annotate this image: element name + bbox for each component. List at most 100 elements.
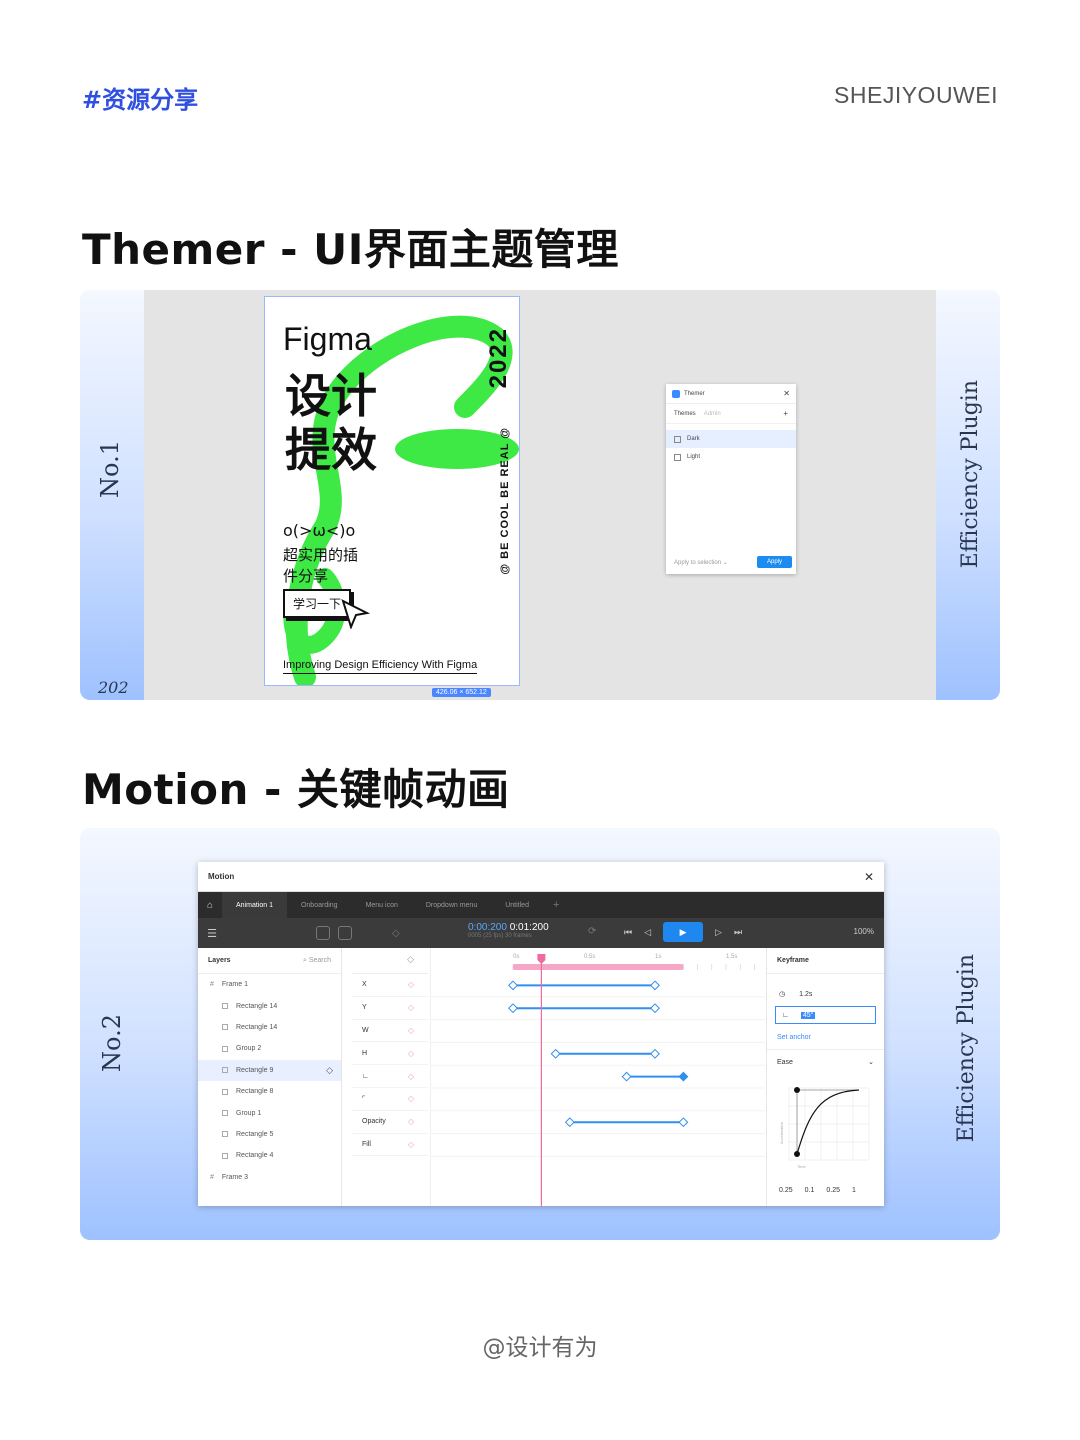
layer-row[interactable]: Group 1 xyxy=(198,1102,341,1123)
add-keyframe-icon[interactable]: ◇ xyxy=(407,1003,414,1013)
layers-label: Layers xyxy=(208,957,231,964)
layer-row[interactable]: Rectangle 9 ◇ xyxy=(198,1059,341,1081)
poster-emoticon: o(>ω<)o xyxy=(283,521,356,540)
keyframe-diamond-icon[interactable]: ◇ xyxy=(326,1064,333,1075)
add-keyframe-icon[interactable]: ◇ xyxy=(407,980,414,990)
poster-subtitle: 超实用的插件分享 xyxy=(283,546,359,585)
layer-name: Rectangle 14 xyxy=(236,1002,278,1010)
property-row[interactable]: ∟◇ xyxy=(352,1065,428,1088)
tag-icon[interactable]: ◇ xyxy=(392,927,400,939)
ruler-label: 0.5s xyxy=(584,954,595,960)
add-keyframe-icon[interactable]: ◇ xyxy=(407,1094,414,1104)
keyframe-start xyxy=(621,1071,632,1082)
zoom-select[interactable]: 100% xyxy=(853,927,874,936)
property-row[interactable]: Opacity◇ xyxy=(352,1111,428,1134)
layer-row[interactable]: Rectangle 4 xyxy=(198,1145,341,1166)
add-keyframe-icon[interactable]: ◇ xyxy=(407,1071,414,1081)
keyframe-end xyxy=(678,1071,689,1082)
add-theme-icon[interactable]: + xyxy=(783,409,788,418)
tab-animation-1[interactable]: Animation 1 xyxy=(222,892,287,918)
tab-dropdown-menu[interactable]: Dropdown menu xyxy=(425,901,478,909)
angle-icon: ∟ xyxy=(782,1011,789,1019)
poster-figma-label: Figma xyxy=(283,321,372,357)
layer-row[interactable]: Rectangle 8 xyxy=(198,1081,341,1102)
add-keyframe-icon[interactable]: ◇ xyxy=(407,1139,414,1149)
layer-row[interactable]: Rectangle 5 xyxy=(198,1124,341,1145)
layer-row[interactable]: #Frame 1 xyxy=(198,974,341,995)
menu-icon[interactable]: ☰ xyxy=(207,927,217,940)
keyframe-label: Keyframe xyxy=(767,948,884,974)
ease-select[interactable]: Ease ⌄ xyxy=(767,1050,884,1074)
theme-item-dark[interactable]: Dark xyxy=(666,430,796,448)
tab-admin[interactable]: Admin xyxy=(703,410,721,417)
add-tab-icon[interactable]: + xyxy=(552,899,560,911)
tab-untitled[interactable]: Untitled xyxy=(505,901,529,909)
layer-icon xyxy=(222,1067,228,1074)
property-row[interactable]: H◇ xyxy=(352,1042,428,1066)
figma-canvas[interactable]: Figma 设计提效 o(>ω<)o 超实用的插件分享 学习一下 Improvi… xyxy=(144,290,936,700)
tool-button-1[interactable] xyxy=(316,926,330,940)
layer-icon xyxy=(222,1110,228,1117)
theme-item-light[interactable]: Light xyxy=(666,448,796,466)
property-row[interactable]: W◇ xyxy=(352,1020,428,1043)
layer-row[interactable]: Rectangle 14 xyxy=(198,1017,341,1038)
property-row[interactable]: Fill ◇ xyxy=(352,1134,428,1157)
time-subinfo: 0005 (25 fps) 30 frames xyxy=(468,933,532,939)
layer-row[interactable]: Group 2 xyxy=(198,1038,341,1059)
close-icon[interactable]: ✕ xyxy=(783,389,790,398)
poster-frame[interactable]: Figma 设计提效 o(>ω<)o 超实用的插件分享 学习一下 Improvi… xyxy=(264,296,520,686)
tab-themes[interactable]: Themes xyxy=(674,410,696,417)
angle-input[interactable]: ∟ 45° xyxy=(775,1006,876,1024)
property-row[interactable]: Y◇ xyxy=(352,997,428,1020)
themer-logo-icon xyxy=(672,389,680,398)
ease-value-1: 0.25 xyxy=(779,1187,793,1194)
time-current: 0:00:200 xyxy=(468,922,507,933)
home-icon[interactable]: ⌂ xyxy=(206,899,214,911)
ease-label: Ease xyxy=(777,1058,793,1066)
ease-curve-graph[interactable]: Acceleration Time xyxy=(779,1084,873,1170)
graph-y-axis-label: Acceleration xyxy=(779,1122,784,1144)
layer-name: Rectangle 5 xyxy=(236,1130,274,1138)
close-icon[interactable]: ✕ xyxy=(863,869,874,884)
apply-button[interactable]: Apply xyxy=(756,556,792,568)
tab-onboarding[interactable]: Onboarding xyxy=(300,901,338,909)
property-name: W xyxy=(362,1026,369,1034)
keyframe-start xyxy=(550,1048,561,1059)
step-forward-icon[interactable]: ▷ xyxy=(715,926,722,937)
add-keyframe-icon[interactable]: ◇ xyxy=(407,1117,414,1127)
skip-end-icon[interactable]: ⏭ xyxy=(733,926,743,937)
set-anchor-link[interactable]: Set anchor xyxy=(767,1026,884,1050)
add-keyframe-icon[interactable]: ◇ xyxy=(407,1048,414,1058)
keyframe-add-icon[interactable]: ◇ xyxy=(407,954,414,964)
themer-card: No.1 202 Figma 设计提效 o(>ω<)o 超实用的插件分享 学习一… xyxy=(80,290,1000,700)
keyframe-end xyxy=(650,1048,660,1059)
loop-icon[interactable]: ⟳ xyxy=(588,926,597,937)
property-name: Fill xyxy=(362,1140,371,1148)
apply-scope-select[interactable]: Apply to selection ⌄ xyxy=(674,559,728,566)
property-row[interactable]: X◇ xyxy=(352,974,428,997)
step-back-icon[interactable]: ◁ xyxy=(644,926,652,937)
tab-menu-icon[interactable]: Menu icon xyxy=(365,901,398,909)
property-row[interactable]: ⌜◇ xyxy=(352,1088,428,1111)
keyframe-end xyxy=(678,1117,689,1128)
skip-start-icon[interactable]: ⏮ xyxy=(624,926,633,937)
layer-row[interactable]: Rectangle 14 xyxy=(198,995,341,1016)
play-button[interactable]: ▶ xyxy=(663,922,704,942)
tool-button-2[interactable] xyxy=(338,926,352,940)
property-name: ∟ xyxy=(362,1072,369,1080)
add-keyframe-icon[interactable]: ◇ xyxy=(407,1025,414,1035)
layer-row[interactable]: #Frame 3 xyxy=(198,1167,341,1188)
search-input[interactable]: ⌕ Search xyxy=(303,957,331,965)
layer-name: Rectangle 14 xyxy=(236,1023,278,1031)
layer-name: Rectangle 9 xyxy=(236,1066,274,1074)
property-name: ⌜ xyxy=(362,1095,366,1103)
frame-icon: # xyxy=(210,981,214,989)
hashtag-label: #资源分享 xyxy=(82,86,199,114)
themer-plugin-panel: Themer ✕ Themes Admin + Dark Light Apply… xyxy=(666,384,796,574)
ease-value-4: 1 xyxy=(851,1187,856,1194)
layer-icon xyxy=(222,1131,228,1138)
layer-name: Group 1 xyxy=(236,1109,262,1117)
layer-icon xyxy=(222,1024,228,1031)
